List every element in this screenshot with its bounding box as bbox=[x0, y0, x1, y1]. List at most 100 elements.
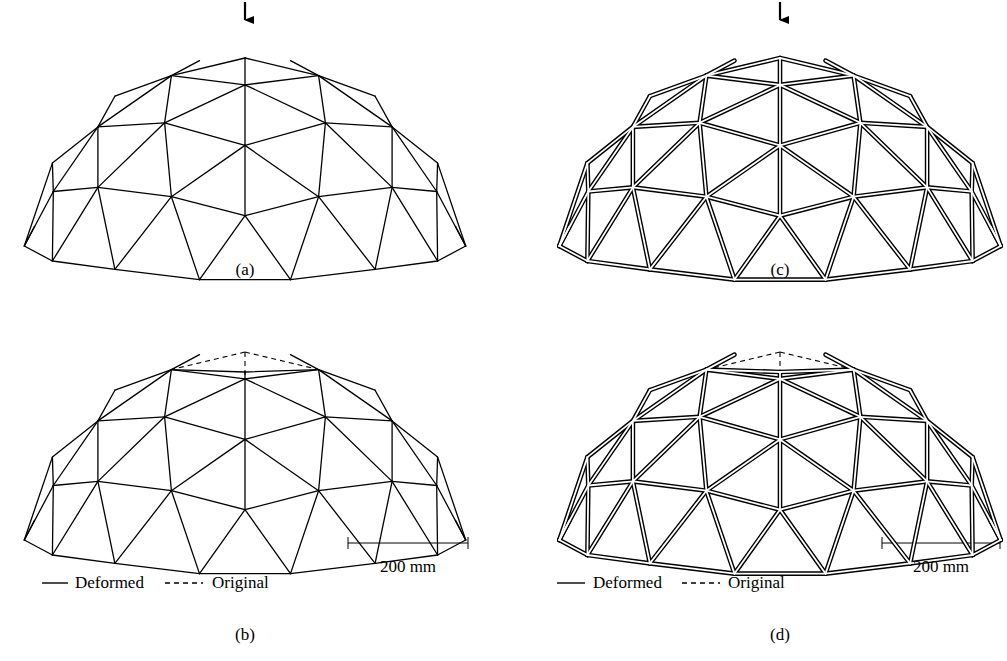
deformed-member-core bbox=[826, 355, 854, 370]
deformed-member bbox=[392, 421, 437, 486]
dome-member bbox=[438, 246, 466, 261]
deformed-member bbox=[854, 370, 911, 391]
deformed-member-core bbox=[971, 486, 974, 556]
dome-member-core bbox=[706, 197, 734, 280]
deformed-member bbox=[24, 457, 52, 540]
deformed-member bbox=[436, 486, 438, 556]
dome-member-core bbox=[587, 261, 650, 269]
dome-member bbox=[392, 127, 438, 163]
dome-member bbox=[171, 197, 199, 280]
deformed-member bbox=[171, 370, 245, 379]
dome-member bbox=[165, 76, 172, 123]
dome-member bbox=[633, 96, 650, 127]
deformed-member-core bbox=[587, 481, 633, 555]
deformed-member bbox=[778, 439, 783, 509]
dome-member bbox=[778, 145, 783, 215]
deformed-member bbox=[927, 421, 972, 486]
deformed-member bbox=[392, 481, 438, 555]
scale-label: 200 mm bbox=[380, 557, 436, 577]
deformed-member-core bbox=[587, 486, 590, 556]
dome-member-core bbox=[706, 61, 734, 76]
dome-member-core bbox=[854, 123, 861, 197]
dome-member bbox=[585, 192, 590, 262]
deformed-member bbox=[165, 417, 172, 491]
deformed-member-core bbox=[927, 421, 973, 457]
deformed-member-core bbox=[706, 491, 734, 574]
deformed-member bbox=[98, 481, 171, 490]
deformed-member-core bbox=[780, 491, 854, 510]
deformed-member bbox=[700, 370, 707, 417]
dome-member bbox=[700, 76, 707, 123]
dome-member bbox=[780, 197, 854, 216]
deformed-member-core bbox=[700, 370, 707, 417]
dome-member bbox=[973, 246, 1001, 261]
deformed-member bbox=[165, 379, 245, 417]
dome-member bbox=[24, 246, 52, 261]
deformed-member bbox=[587, 555, 650, 563]
dome-member bbox=[244, 58, 245, 85]
dome-member bbox=[860, 123, 927, 127]
deformed-member bbox=[700, 379, 780, 417]
dome-member bbox=[969, 192, 974, 262]
deformed-member bbox=[53, 421, 98, 486]
deformed-member bbox=[171, 439, 245, 490]
deformed-member bbox=[559, 540, 587, 555]
dome-member-core bbox=[650, 197, 707, 270]
dome-member bbox=[291, 269, 376, 279]
dome-member-core bbox=[927, 187, 973, 261]
dome-member bbox=[98, 187, 171, 196]
dome-member-core bbox=[559, 192, 588, 247]
dome-member bbox=[245, 76, 319, 85]
dome-member bbox=[291, 61, 319, 76]
dome-member-core bbox=[650, 269, 735, 279]
panel-label: (a) bbox=[236, 260, 255, 280]
deformed-member bbox=[52, 481, 98, 555]
dome-member bbox=[53, 127, 98, 192]
dome-member-core bbox=[927, 127, 972, 192]
dome-member-core bbox=[587, 127, 633, 163]
dome-member bbox=[98, 187, 115, 269]
dome-member-core bbox=[706, 145, 780, 196]
deformed-member bbox=[52, 457, 54, 485]
deformed-member bbox=[392, 421, 438, 457]
deformed-member bbox=[98, 417, 165, 482]
dome-member bbox=[171, 61, 199, 76]
deformed-member bbox=[910, 390, 927, 421]
dome-member bbox=[98, 96, 115, 127]
original-member bbox=[780, 352, 854, 370]
dome-member-core bbox=[860, 123, 927, 127]
deformed-member bbox=[588, 421, 633, 486]
load-arrow bbox=[779, 2, 781, 20]
dome-member-core bbox=[633, 76, 707, 127]
deformed-member-core bbox=[559, 520, 569, 540]
dome-member bbox=[319, 76, 376, 97]
deformed-member bbox=[910, 481, 927, 563]
deformed-member-core bbox=[780, 439, 854, 490]
deformed-member-core bbox=[972, 486, 1001, 541]
legend-solid-sample bbox=[557, 582, 585, 583]
dome-member bbox=[319, 123, 326, 197]
dome-member bbox=[171, 145, 245, 196]
dome-member bbox=[391, 127, 392, 187]
deformed-member-core bbox=[854, 370, 928, 421]
dome-member bbox=[706, 58, 780, 76]
dome-member bbox=[826, 269, 911, 279]
dome-member bbox=[633, 123, 700, 127]
original-member bbox=[706, 352, 780, 370]
panel-label: (c) bbox=[771, 260, 790, 280]
dome-member-core bbox=[910, 261, 973, 269]
dome-member bbox=[52, 187, 98, 261]
deformed-member-core bbox=[910, 481, 927, 563]
dome-member bbox=[165, 123, 245, 146]
deformed-member-core bbox=[650, 563, 735, 573]
dome-member bbox=[436, 163, 438, 191]
deformed-member bbox=[650, 491, 707, 564]
dome-member bbox=[706, 76, 780, 85]
deformed-member bbox=[559, 486, 588, 541]
deformed-member bbox=[52, 421, 98, 457]
dome-member-core bbox=[633, 123, 700, 188]
dome-member-core bbox=[700, 76, 707, 123]
deformed-member bbox=[633, 417, 700, 421]
deformed-member-core bbox=[706, 370, 780, 379]
deformed-member bbox=[245, 379, 325, 417]
